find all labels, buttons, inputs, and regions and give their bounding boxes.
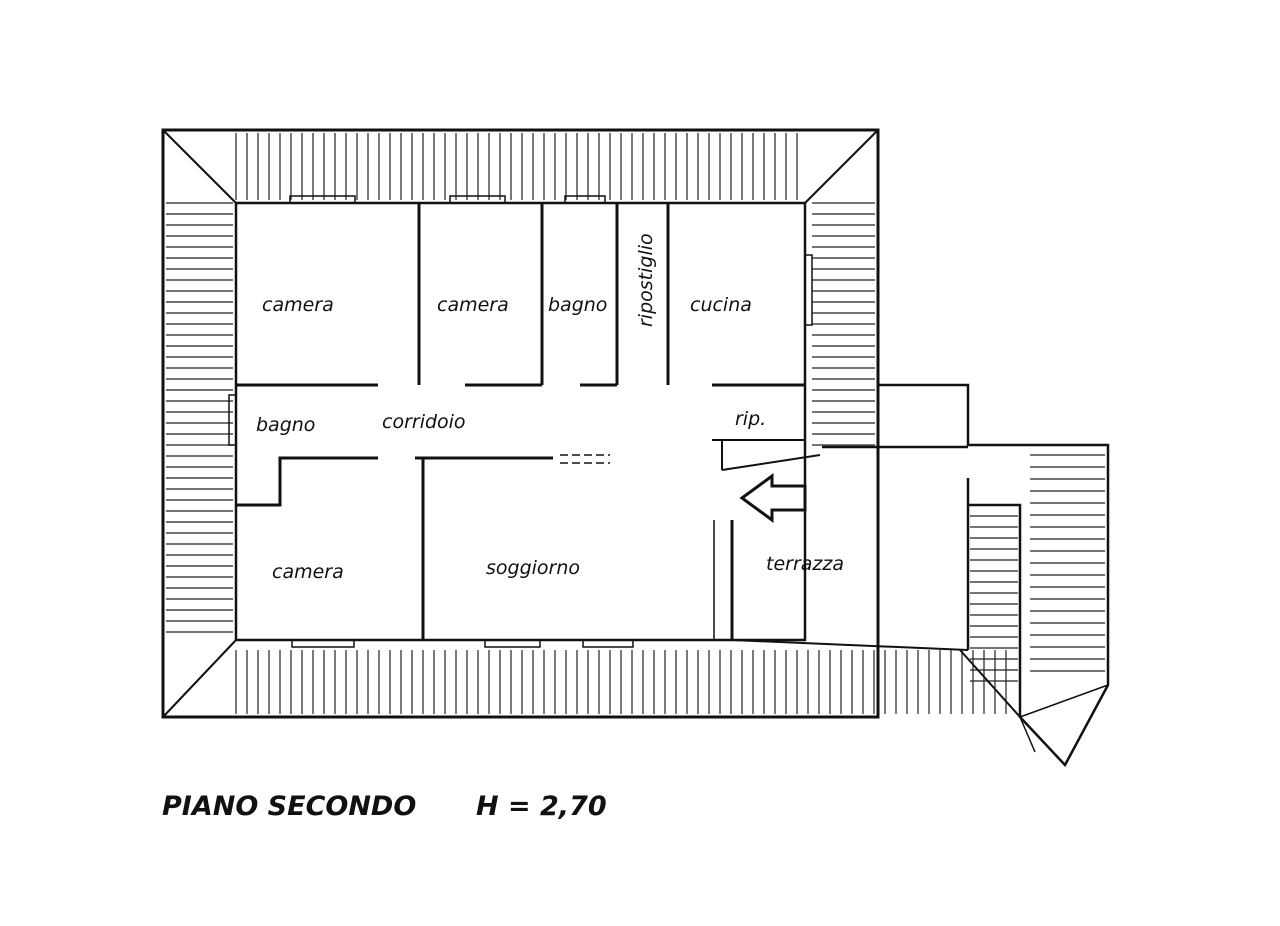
interior-walls: [234, 201, 970, 651]
roof-outline: [161, 128, 1021, 719]
label-camera-2: camera: [437, 294, 509, 316]
label-bagno-1: bagno: [548, 294, 607, 316]
ceiling-height: H = 2,70: [476, 791, 607, 822]
roof-hatch-right: [812, 202, 875, 446]
label-rip: rip.: [735, 408, 766, 430]
label-corridoio: corridoio: [382, 411, 466, 433]
label-soggiorno: soggiorno: [486, 557, 580, 579]
label-camera-3: camera: [272, 561, 344, 583]
label-cucina: cucina: [690, 294, 752, 316]
roof-hatch-left: [166, 202, 233, 633]
windows: [228, 195, 813, 648]
roof-hatch-top: [235, 133, 798, 200]
stair-hatch: [1030, 454, 1105, 672]
label-camera-1: camera: [262, 294, 334, 316]
entrance-arrow-icon: [739, 473, 807, 523]
terrace-outline: [878, 383, 1110, 768]
floor-title: PIANO SECONDO: [162, 791, 416, 822]
label-ripostiglio: ripostiglio: [635, 233, 657, 327]
label-terrazza: terrazza: [766, 553, 844, 575]
label-bagno-2: bagno: [256, 414, 315, 436]
roof-hatch-bottom: [235, 650, 1007, 714]
terrace-hatch: [970, 504, 1018, 682]
